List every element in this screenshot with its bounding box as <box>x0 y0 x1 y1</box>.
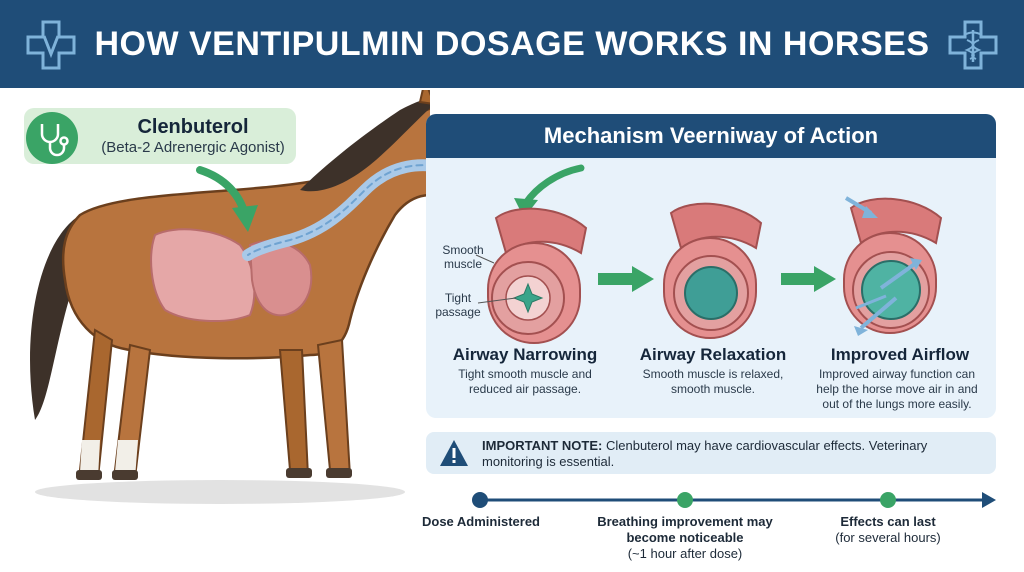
drug-name: Clenbuterol <box>137 116 249 138</box>
note-label: IMPORTANT NOTE: <box>482 438 603 453</box>
medical-cross-icon <box>26 20 76 70</box>
timeline-label-effects: Effects can last(for several hours) <box>835 514 941 545</box>
callout-smooth-muscle: Smooth muscle <box>442 243 484 271</box>
airway-relaxation-diagram <box>663 202 763 339</box>
warning-icon <box>440 440 468 466</box>
stage-desc-improved: Improved airway function can help the ho… <box>816 367 978 411</box>
important-note-box <box>426 432 996 474</box>
stage-title-relaxation: Airway Relaxation <box>639 345 787 364</box>
mechanism-header <box>426 114 996 158</box>
stethoscope-icon <box>26 112 78 164</box>
stage-desc-relaxation: Smooth muscle is relaxed, smooth muscle. <box>642 367 784 396</box>
horse-lung-left <box>150 228 256 323</box>
airway-diagrams <box>475 164 943 344</box>
horse-leg-front-right <box>316 338 352 478</box>
horse-sock <box>115 440 138 478</box>
horse-sock <box>80 440 100 478</box>
timeline-dot-effects <box>880 492 896 508</box>
airway-narrowing-diagram <box>487 207 588 344</box>
callout-tight-passage: Tight passage <box>435 291 481 319</box>
stage-title-improved: Improved Airflow <box>830 345 970 364</box>
timeline-track <box>472 492 996 508</box>
caduceus-icon <box>948 20 998 70</box>
important-note-text: IMPORTANT NOTE: Clenbuterol may have car… <box>482 438 988 470</box>
mechanism-title: Mechanism Veerniway of Action <box>543 123 879 148</box>
note-body: Clenbuterol may have cardiovascular effe… <box>482 438 928 469</box>
timeline-label-dose: Dose Administered <box>422 514 540 529</box>
stage-desc-narrowing: Tight smooth muscle and reduced air pass… <box>458 367 592 396</box>
drug-class: (Beta-2 Adrenergic Agonist) <box>101 139 285 156</box>
horse-leg-front-left <box>278 349 310 478</box>
ground-shadow <box>35 480 405 504</box>
horse-illustration <box>30 90 430 504</box>
timeline-dot-dose <box>472 492 488 508</box>
header-bar <box>0 0 1024 88</box>
page-title: HOW VENTIPULMIN DOSAGE WORKS IN HORSES <box>94 25 930 63</box>
airway-improved-diagram <box>843 196 943 336</box>
timeline-dot-breathing <box>677 492 693 508</box>
timeline-label-breathing: Breathing improvement may become noticea… <box>597 514 773 561</box>
stage-title-narrowing: Airway Narrowing <box>452 345 598 364</box>
horse-mane <box>300 98 430 192</box>
